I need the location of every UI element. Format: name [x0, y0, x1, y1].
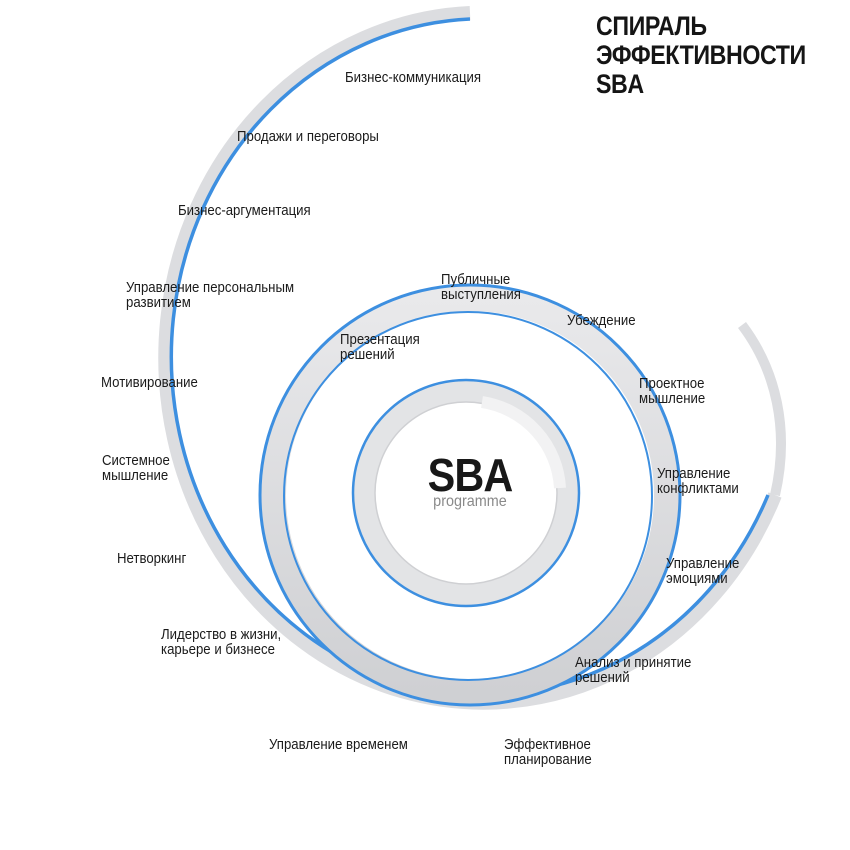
stage-label-line: Бизнес-аргументация	[178, 202, 311, 219]
stage-label-line: Презентация	[340, 331, 420, 348]
stage-label-line: планирование	[504, 751, 592, 768]
stage-label: Бизнес-коммуникация	[345, 70, 481, 85]
logo-text: SBA	[427, 449, 514, 501]
stage-label: Убеждение	[567, 313, 636, 328]
stage-label: Управление эмоциями	[666, 556, 739, 586]
spiral-outer-band	[158, 6, 782, 710]
stage-label-line: эмоциями	[666, 570, 728, 587]
stage-label: Системное мышление	[102, 453, 170, 483]
center-logo: SBA programme	[388, 450, 552, 510]
stage-label: Управление конфликтами	[657, 466, 739, 496]
stage-label: Лидерство в жизни, карьере и бизнесе	[161, 627, 281, 657]
spiral-middle-edge-inner	[283, 311, 653, 681]
stage-label: Проектное мышление	[639, 376, 705, 406]
stage-label: Мотивирование	[101, 375, 198, 390]
stage-label-line: Управление персональным	[126, 279, 295, 296]
stage-label: Публичные выступления	[441, 272, 521, 302]
stage-label: Презентация решений	[340, 332, 420, 362]
spiral-middle-band	[260, 285, 680, 705]
stage-label-line: Проектное	[639, 375, 705, 392]
title-line: СПИРАЛЬ	[596, 11, 707, 41]
stage-label-line: Системное	[102, 452, 170, 469]
stage-label-line: Анализ и принятие	[575, 654, 692, 671]
stage-label: Управление персональным развитием	[126, 280, 294, 310]
stage-label: Анализ и принятие решений	[575, 655, 691, 685]
stage-label: Продажи и переговоры	[237, 129, 379, 144]
stage-label-line: Управление	[666, 555, 740, 572]
stage-label-line: Мотивирование	[101, 374, 198, 391]
stage-label: Эффективное планирование	[504, 737, 592, 767]
stage-label-line: развитием	[126, 294, 191, 311]
title-line: ЭФФЕКТИВНОСТИ	[596, 40, 806, 70]
stage-label: Нетворкинг	[117, 551, 186, 566]
stage-label-line: Продажи и переговоры	[237, 128, 379, 145]
stage-label: Бизнес-аргументация	[178, 203, 311, 218]
stage-label-line: решений	[575, 669, 630, 686]
title-line: SBA	[596, 69, 644, 99]
stage-label-line: карьере и бизнесе	[161, 641, 275, 658]
spiral-inner-edge-thin	[374, 401, 558, 585]
stage-label-line: Публичные	[441, 271, 511, 288]
stage-label-line: Управление временем	[269, 736, 408, 753]
stage-label-line: Нетворкинг	[117, 550, 187, 567]
stage-label-line: Бизнес-коммуникация	[345, 69, 482, 86]
stage-label-line: Эффективное	[504, 736, 591, 753]
spiral-inner-edge	[351, 378, 581, 608]
stage-label-line: выступления	[441, 286, 521, 303]
spiral-inner-band	[353, 380, 579, 606]
logo-subtitle: programme	[433, 493, 507, 510]
stage-label-line: мышление	[102, 467, 169, 484]
spiral-outer-edge	[169, 17, 770, 697]
stage-label-line: мышление	[639, 390, 706, 407]
stage-label: Управление временем	[269, 737, 408, 752]
spiral-middle-edge-outer	[258, 283, 682, 707]
stage-label-line: Лидерство в жизни,	[161, 626, 282, 643]
stage-label-line: Убеждение	[567, 312, 636, 329]
stage-label-line: решений	[340, 346, 395, 363]
stage-label-line: Управление	[657, 465, 731, 482]
stage-label-line: конфликтами	[657, 480, 739, 497]
diagram-title: СПИРАЛЬ ЭФФЕКТИВНОСТИ SBA	[596, 12, 806, 99]
spiral-core-tail	[480, 396, 566, 489]
spiral-outer-right	[738, 321, 786, 497]
